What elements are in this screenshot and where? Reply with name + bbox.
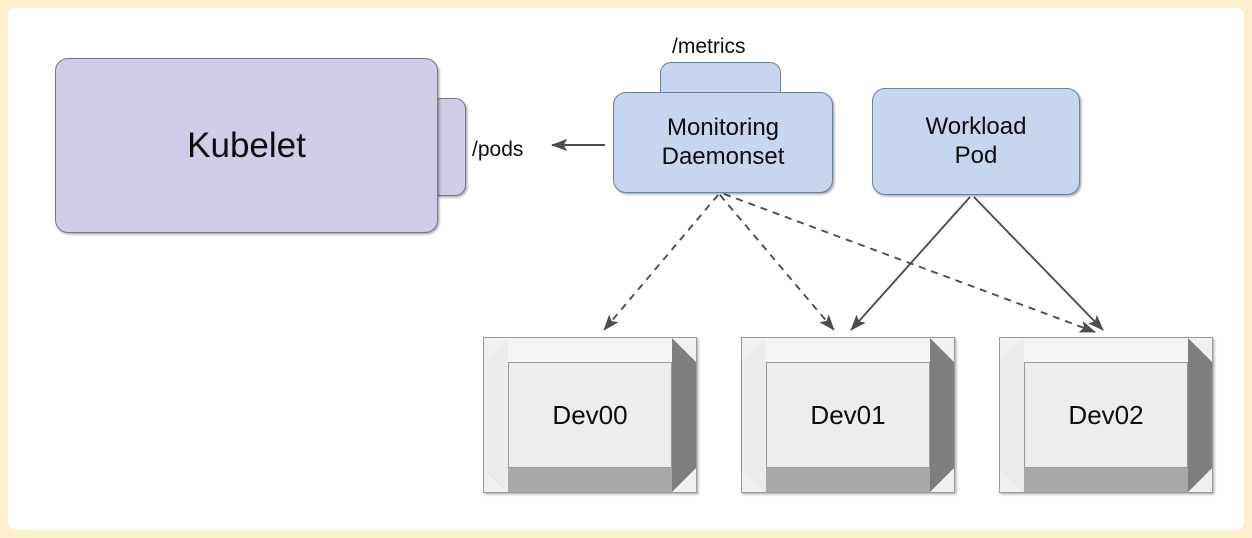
workload-pod-label: Workload Pod (926, 113, 1027, 170)
device-label: Dev00 (552, 399, 628, 430)
pods-endpoint-label: /pods (472, 138, 524, 161)
edge-monitoring-to-dev01 (719, 194, 835, 331)
metrics-endpoint-label: /metrics (672, 35, 746, 58)
device-node[interactable]: Dev01 (741, 337, 955, 493)
edge-workload-to-dev01 (850, 196, 971, 331)
device-bevel-bottom (484, 468, 696, 492)
monitoring-daemonset-label-line2: Daemonset (661, 142, 785, 170)
device-bevel-left (484, 338, 508, 492)
device-label: Dev02 (1068, 399, 1144, 430)
edge-workload-to-dev02 (973, 196, 1104, 331)
device-bevel-right (930, 338, 954, 492)
device-bevel-top (742, 338, 954, 362)
device-node[interactable]: Dev00 (483, 337, 697, 493)
node-monitoring-daemonset[interactable]: Monitoring Daemonset (613, 92, 833, 193)
device-bevel-top (484, 338, 696, 362)
device-screen: Dev00 (508, 362, 672, 468)
monitoring-daemonset-label-line1: Monitoring (666, 114, 780, 142)
monitoring-daemonset-label: Monitoring Daemonset (662, 114, 785, 171)
device-bevel-bottom (1000, 468, 1212, 492)
diagram-canvas: Kubelet /pods /metrics Monitoring Daemon… (8, 8, 1244, 530)
edge-monitoring-to-dev02 (723, 193, 1096, 333)
workload-pod-label-line2: Pod (954, 141, 998, 169)
node-kubelet[interactable]: Kubelet (55, 58, 438, 233)
kubelet-label: Kubelet (187, 125, 306, 165)
device-screen: Dev02 (1024, 362, 1188, 468)
device-bevel-top (1000, 338, 1212, 362)
workload-pod-label-line1: Workload (925, 113, 1027, 141)
device-bevel-left (1000, 338, 1024, 492)
device-bevel-right (672, 338, 696, 492)
device-bevel-bottom (742, 468, 954, 492)
node-workload-pod[interactable]: Workload Pod (872, 88, 1080, 195)
device-label: Dev01 (810, 399, 886, 430)
device-node[interactable]: Dev02 (999, 337, 1213, 493)
device-screen: Dev01 (766, 362, 930, 468)
edge-monitoring-to-dev00 (603, 194, 719, 331)
device-bevel-right (1188, 338, 1212, 492)
device-bevel-left (742, 338, 766, 492)
